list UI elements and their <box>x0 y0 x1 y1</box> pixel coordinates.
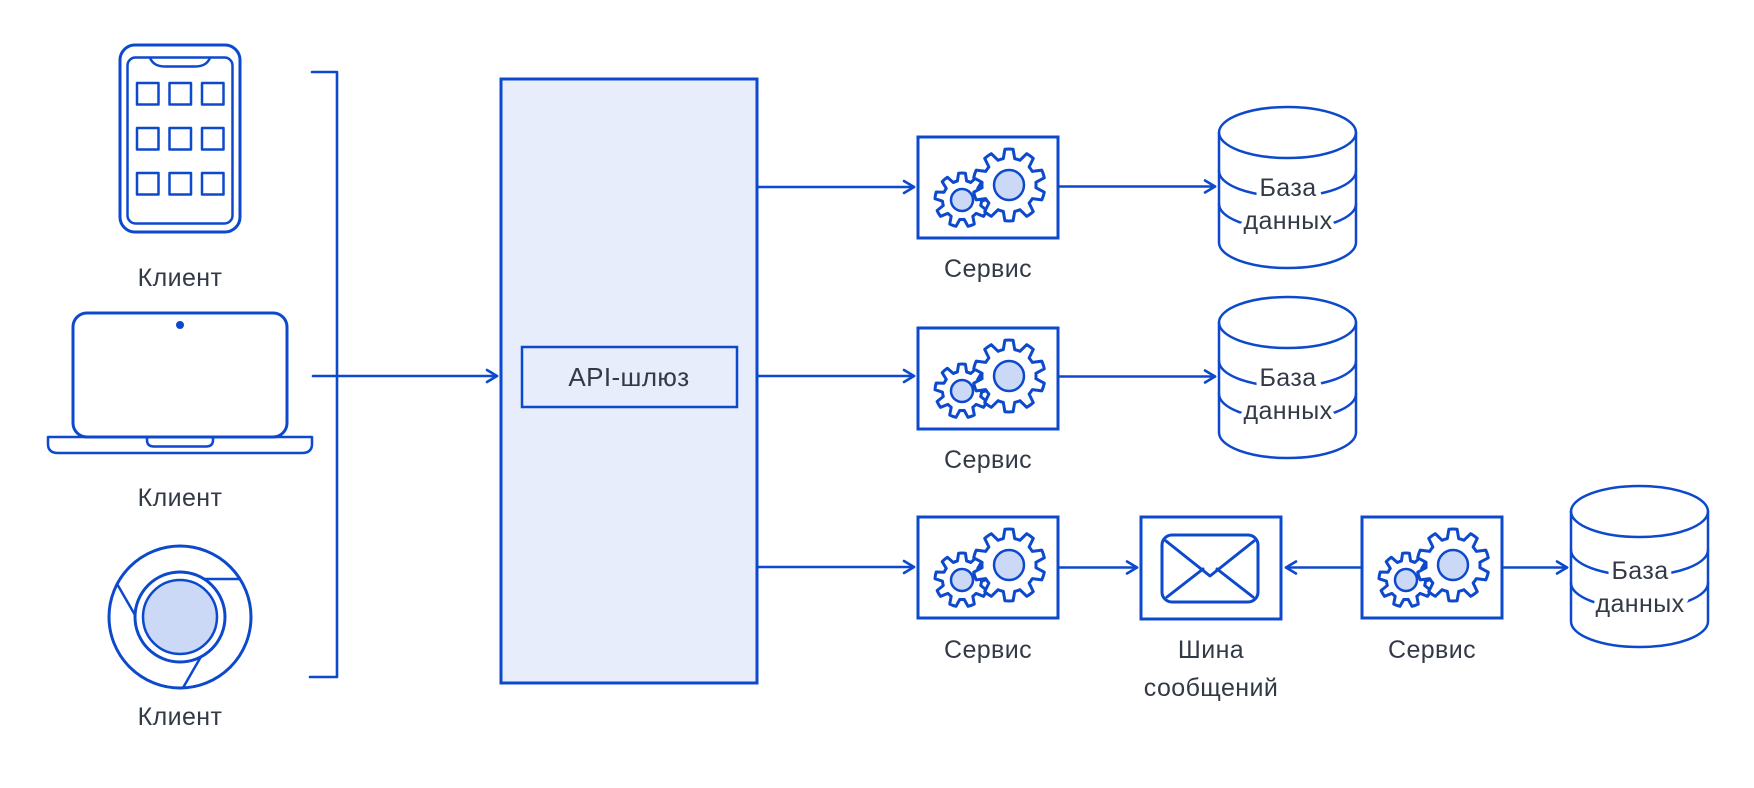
client-browser-node: Клиент <box>107 544 253 731</box>
message-bus-label-line1: Шина <box>1178 636 1244 664</box>
api-gateway-label: API-шлюз <box>568 362 689 392</box>
message-bus-label-line2: сообщений <box>1144 674 1278 702</box>
client-mobile-node: Клиент <box>118 43 242 292</box>
service-2-label: Сервис <box>944 446 1032 474</box>
service-3-label: Сервис <box>944 636 1032 664</box>
gears-icon <box>916 326 1060 431</box>
client-mobile-label: Клиент <box>138 264 223 292</box>
database-1-label-line1: База <box>1260 174 1317 202</box>
gears-icon <box>916 135 1060 240</box>
client-laptop-node: Клиент <box>46 311 314 512</box>
mobile-phone-icon <box>118 43 242 234</box>
clients-bracket <box>308 70 339 679</box>
database-3-label-line2: данных <box>1596 590 1685 618</box>
browser-icon <box>107 544 253 690</box>
service-4-node: Сервис <box>1360 515 1504 664</box>
database-1-label-line2: данных <box>1244 207 1333 235</box>
app-grid <box>135 81 225 196</box>
gears-icon <box>916 515 1060 620</box>
client-laptop-label: Клиент <box>138 484 223 512</box>
service-1-label: Сервис <box>944 255 1032 283</box>
database-2-label-line1: База <box>1260 364 1317 392</box>
service-2-node: Сервис <box>916 326 1060 474</box>
api-gateway-node: API-шлюз <box>499 77 759 685</box>
database-2-label-line2: данных <box>1244 397 1333 425</box>
laptop-icon <box>46 311 314 455</box>
client-browser-label: Клиент <box>138 703 223 731</box>
message-bus-node: Шина сообщений <box>1139 515 1283 702</box>
service-4-label: Сервис <box>1388 636 1476 664</box>
service-3-node: Сервис <box>916 515 1060 664</box>
gears-icon <box>1360 515 1504 620</box>
database-2-node: База данных <box>1217 295 1358 460</box>
service-1-node: Сервис <box>916 135 1060 283</box>
database-3-node: База данных <box>1569 484 1710 649</box>
envelope-icon <box>1160 533 1260 604</box>
database-1-node: База данных <box>1217 105 1358 270</box>
database-3-label-line1: База <box>1612 557 1669 585</box>
